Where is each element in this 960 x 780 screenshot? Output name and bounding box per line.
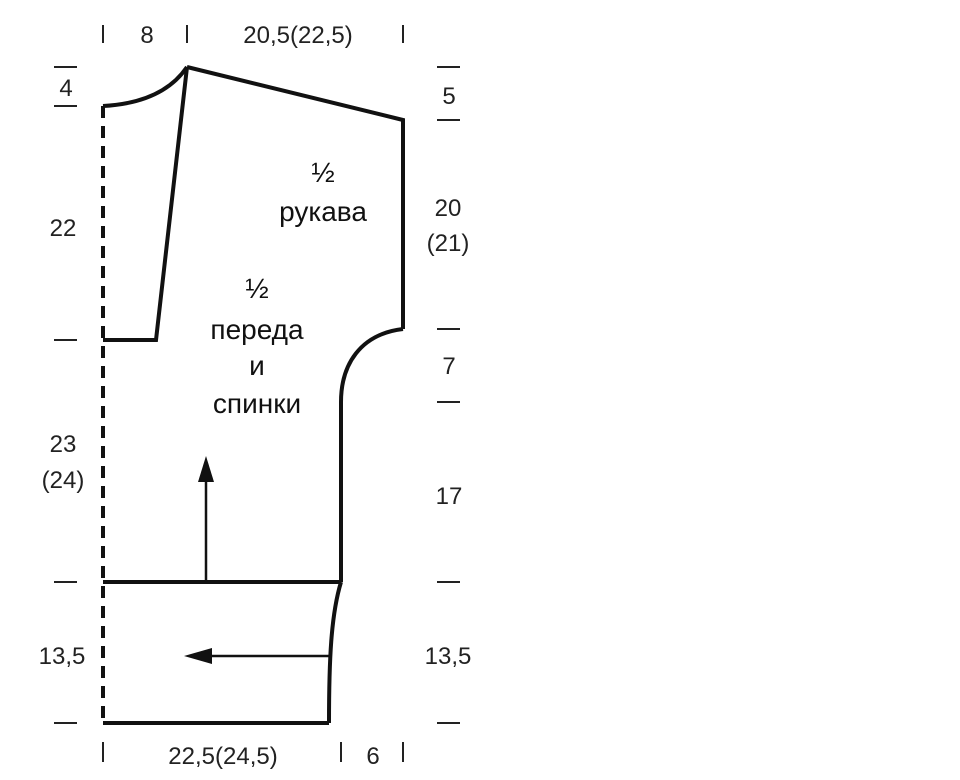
dim-bottom-side: 6 [366,743,379,770]
sleeve-half-label: ½ [311,157,334,188]
dim-right-rib: 13,5 [425,643,472,670]
shoulder-sleeve-edge [186,65,405,329]
dim-top-neck: 8 [140,22,153,49]
underarm-curve [339,327,404,403]
dim-right-shoulder-drop: 5 [442,83,455,110]
dim-right-cuff-a: 20 [435,195,462,222]
body-label-front: переда [210,314,304,345]
sleeve-label: рукава [279,196,367,227]
dim-right-underarm: 7 [442,353,455,380]
rib-side-edge [327,581,343,724]
dim-top-sleeve: 20,5(22,5) [243,22,352,49]
body-half-label: ½ [245,273,268,304]
neck-opening-edge [103,66,189,342]
neckline-curve [102,65,189,108]
body-label-and: и [249,350,265,381]
dim-right-cuff-b: (21) [427,230,470,257]
dim-left-body-b: (24) [42,467,85,494]
dim-right-side: 17 [436,483,463,510]
body-label-back: спинки [213,388,301,419]
dim-bottom-width: 22,5(24,5) [168,743,277,770]
dim-left-body-a: 23 [50,431,77,458]
arrow-left-icon [184,648,212,664]
dim-left-shoulder-drop: 4 [59,75,72,102]
dim-left-neck-depth: 22 [50,215,77,242]
arrow-up-icon [198,456,214,482]
dim-left-rib: 13,5 [39,643,86,670]
